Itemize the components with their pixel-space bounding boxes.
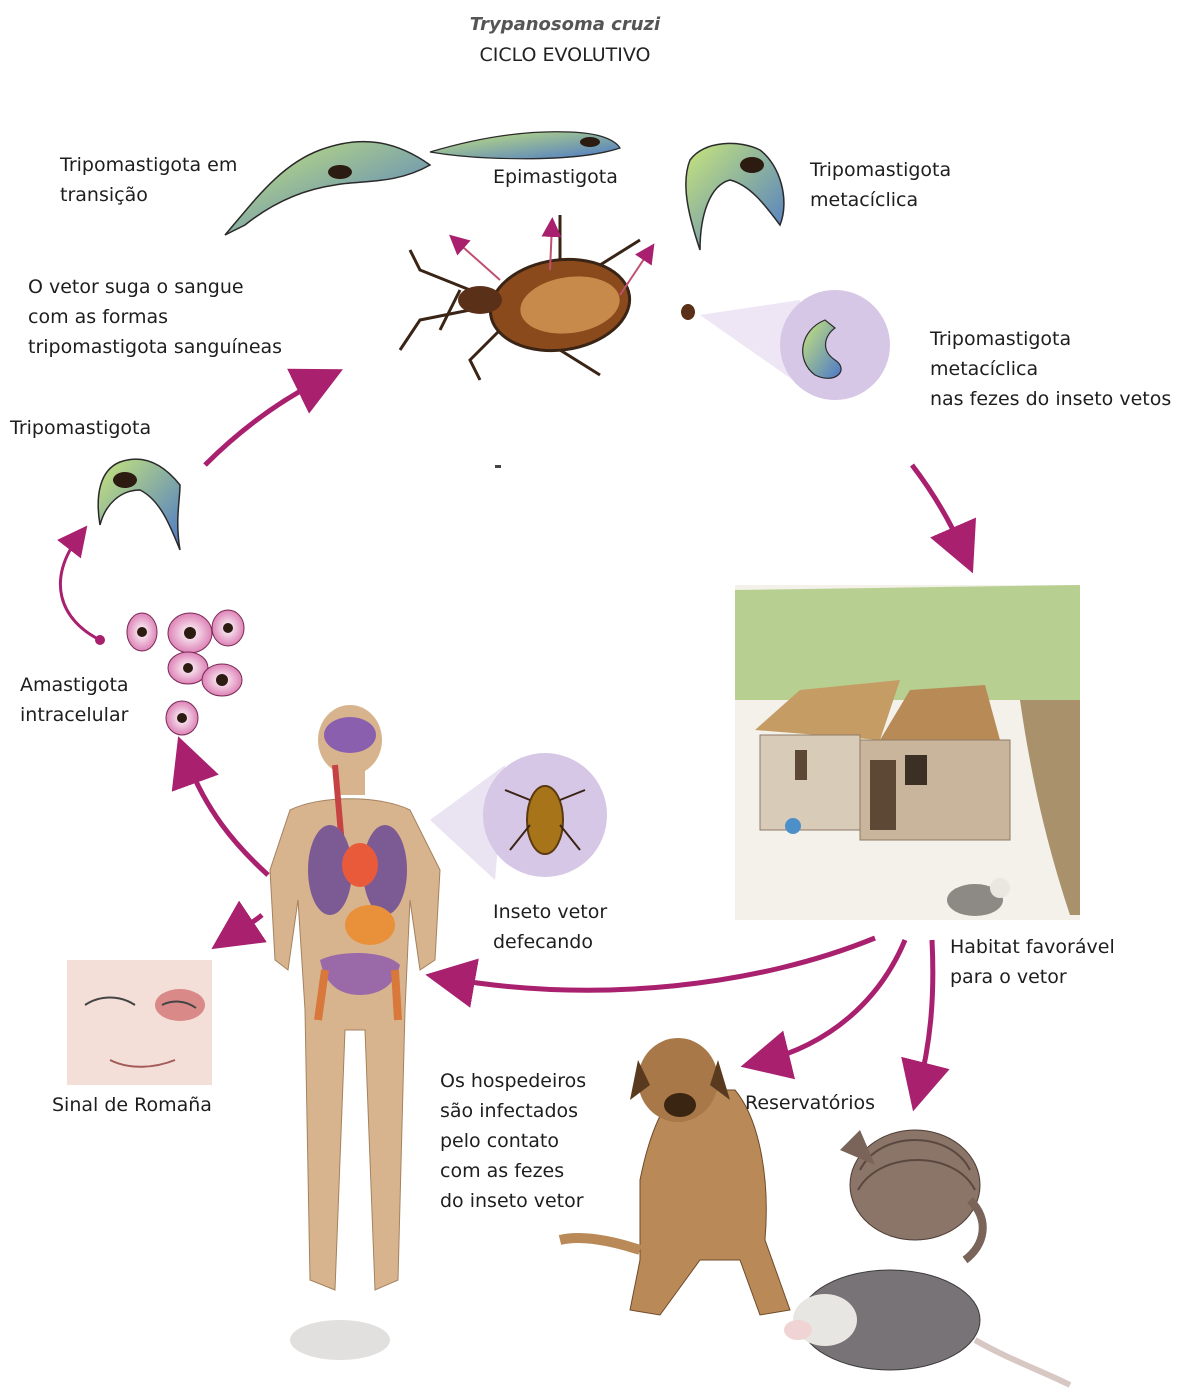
label-reservatorios: Reservatórios (745, 1088, 875, 1118)
label-tripomastigota-fezes: Tripomastigota metacíclica nas fezes do … (930, 324, 1171, 414)
diagram-title-species: Trypanosoma cruzi (0, 14, 1130, 35)
insect-defecating-icon (430, 753, 607, 880)
label-inseto-defecando: Inseto vetor defecando (493, 897, 607, 957)
diagram-title: CICLO EVOLUTIVO (0, 44, 1130, 66)
triatomine-bug-icon (400, 215, 650, 380)
amastigote-cells-icon (127, 610, 244, 735)
label-hospedeiros: Os hospedeiros são infectados pelo conta… (440, 1066, 586, 1216)
label-tripomastigota: Tripomastigota (10, 413, 151, 443)
human-body-illustration (270, 705, 440, 1360)
label-tripomastigota-transicao: Tripomastigota em transição (60, 150, 237, 210)
label-vetor-suga: O vetor suga o sangue com as formas trip… (28, 272, 282, 362)
label-epimastigota: Epimastigota (493, 162, 618, 192)
epimastigote-icon (430, 132, 620, 159)
label-amastigota: Amastigota intracelular (20, 670, 129, 730)
label-tripomastigota-metaciclica: Tripomastigota metacíclica (810, 155, 951, 215)
armadillo-illustration (840, 1130, 983, 1260)
metacyclic-trypomastigote-icon (686, 143, 784, 250)
label-sinal-romana: Sinal de Romaña (52, 1090, 212, 1120)
romana-sign-face-illustration (67, 960, 212, 1085)
habitat-house-illustration (735, 585, 1080, 920)
dog-illustration (560, 1038, 790, 1315)
trypomastigote-icon (98, 459, 180, 550)
feces-magnified-icon (681, 290, 890, 400)
opossum-illustration (784, 1270, 1070, 1385)
trypomastigote-transition-icon (225, 142, 430, 235)
label-habitat: Habitat favorável para o vetor (950, 932, 1115, 992)
